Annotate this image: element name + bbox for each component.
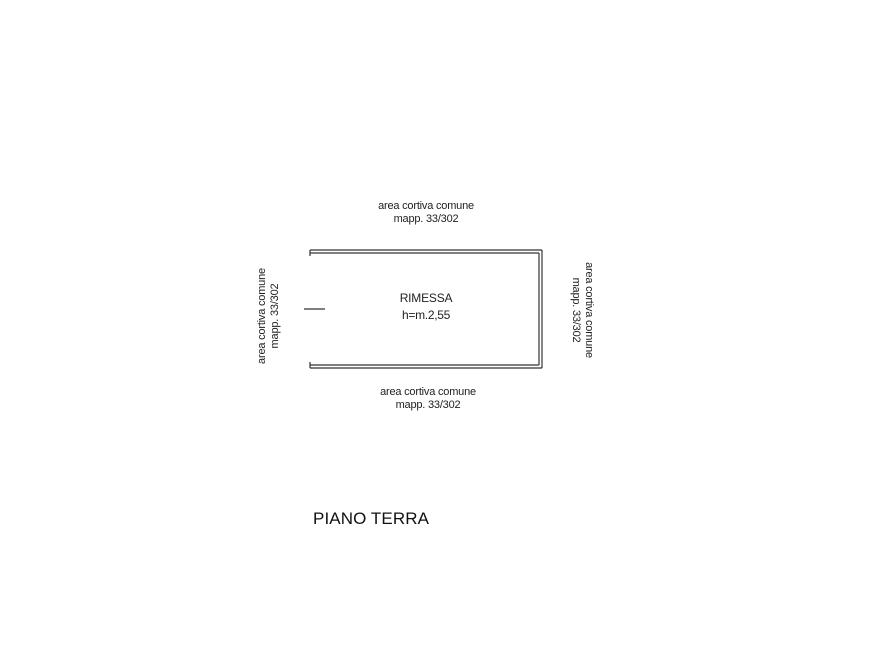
surrounding-label-right: area cortiva comune mapp. 33/302: [569, 240, 595, 380]
surrounding-label-bottom: area cortiva comune mapp. 33/302: [358, 386, 498, 412]
surrounding-label-right-line2: mapp. 33/302: [570, 277, 582, 343]
surrounding-label-left-line1: area cortiva comune: [256, 268, 268, 364]
surrounding-label-right-line1: area cortiva comune: [583, 262, 595, 358]
surrounding-label-left: area cortiva comune mapp. 33/302: [256, 246, 282, 386]
room-name: RIMESSA: [399, 291, 453, 305]
surrounding-label-bottom-line1: area cortiva comune: [380, 386, 476, 398]
surrounding-label-top: area cortiva comune mapp. 33/302: [356, 200, 496, 226]
surrounding-label-top-line2: mapp. 33/302: [393, 213, 459, 225]
floor-title: PIANO TERRA: [313, 509, 430, 528]
surrounding-label-bottom-line2: mapp. 33/302: [395, 399, 461, 411]
surrounding-label-top-line1: area cortiva comune: [378, 200, 474, 212]
room-height: h=m.2,55: [402, 308, 450, 322]
surrounding-label-left-line2: mapp. 33/302: [269, 283, 281, 349]
